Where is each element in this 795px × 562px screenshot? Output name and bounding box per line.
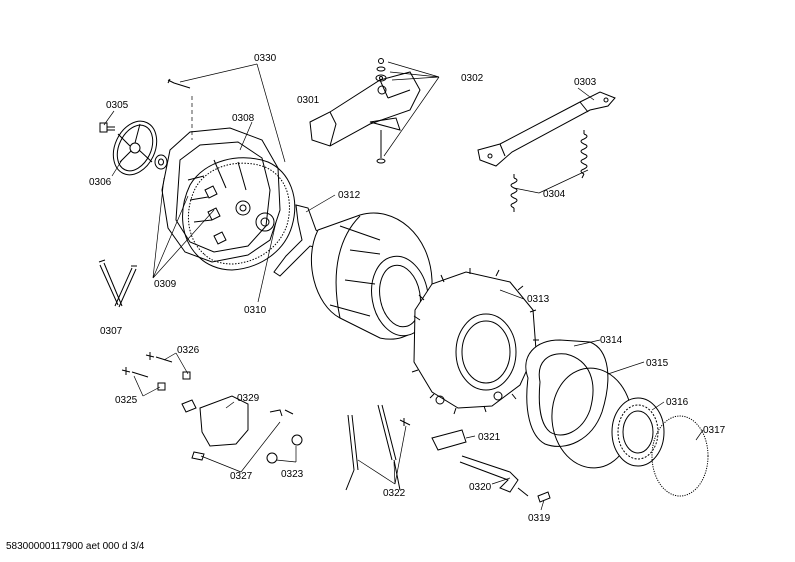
fixing-screws-0302 [375,58,387,164]
label-0307: 0307 [100,326,123,337]
label-0329: 0329 [237,393,260,404]
label-0320: 0320 [469,482,492,493]
label-0303: 0303 [574,77,597,88]
washer-0309 [154,154,168,170]
sensor-0321 [431,429,467,451]
part-labels: 0330 0301 0302 0303 0304 0305 0306 0307 … [89,53,726,524]
nuts-0323 [266,434,303,464]
pulley-screw-0305 [99,122,115,133]
front-tub-half-0313 [411,268,539,415]
label-0308: 0308 [232,113,255,124]
cross-brace-0303 [477,91,616,167]
label-0313: 0313 [527,294,550,305]
label-0321: 0321 [478,432,501,443]
rear-tub-half [161,127,281,263]
label-0312: 0312 [338,190,361,201]
sensor-0319 [537,491,551,503]
label-0315: 0315 [646,358,669,369]
tub-seal-ring-0310 [182,157,296,271]
clamp-ring-0317 [651,415,709,497]
drum-0312 [310,212,433,340]
label-0326: 0326 [177,345,200,356]
leader-lines [103,61,704,511]
label-0305: 0305 [106,100,129,111]
label-0330: 0330 [254,53,277,64]
label-0317: 0317 [703,425,726,436]
heater-0320 [459,455,529,497]
label-0325: 0325 [115,395,138,406]
label-0322: 0322 [383,488,406,499]
counterweight-0301 [309,71,421,147]
label-0304: 0304 [543,189,566,200]
label-0327: 0327 [230,471,253,482]
label-0319: 0319 [528,513,551,524]
heater-bracket-0327-0329 [181,395,294,461]
drum-pulley-0306 [112,120,158,176]
label-0302: 0302 [461,73,484,84]
document-footer-code: 58300000117900 aet 000 d 3/4 [6,541,145,552]
door-seal-ring-0316 [611,397,665,467]
screw-0330 [167,78,193,140]
label-0309: 0309 [154,279,177,290]
label-0310: 0310 [244,305,267,316]
suspension-spring-0304b [510,174,518,212]
label-0323: 0323 [281,469,304,480]
drive-belt-0307 [98,259,137,308]
label-0301: 0301 [297,95,320,106]
suspension-spring-0304a [580,130,588,179]
screws-0325-0326 [121,352,191,391]
label-0306: 0306 [89,177,112,188]
bellows-0314 [525,339,609,447]
label-0314: 0314 [600,335,623,346]
label-0316: 0316 [666,397,689,408]
shock-absorbers-0322 [345,404,411,491]
